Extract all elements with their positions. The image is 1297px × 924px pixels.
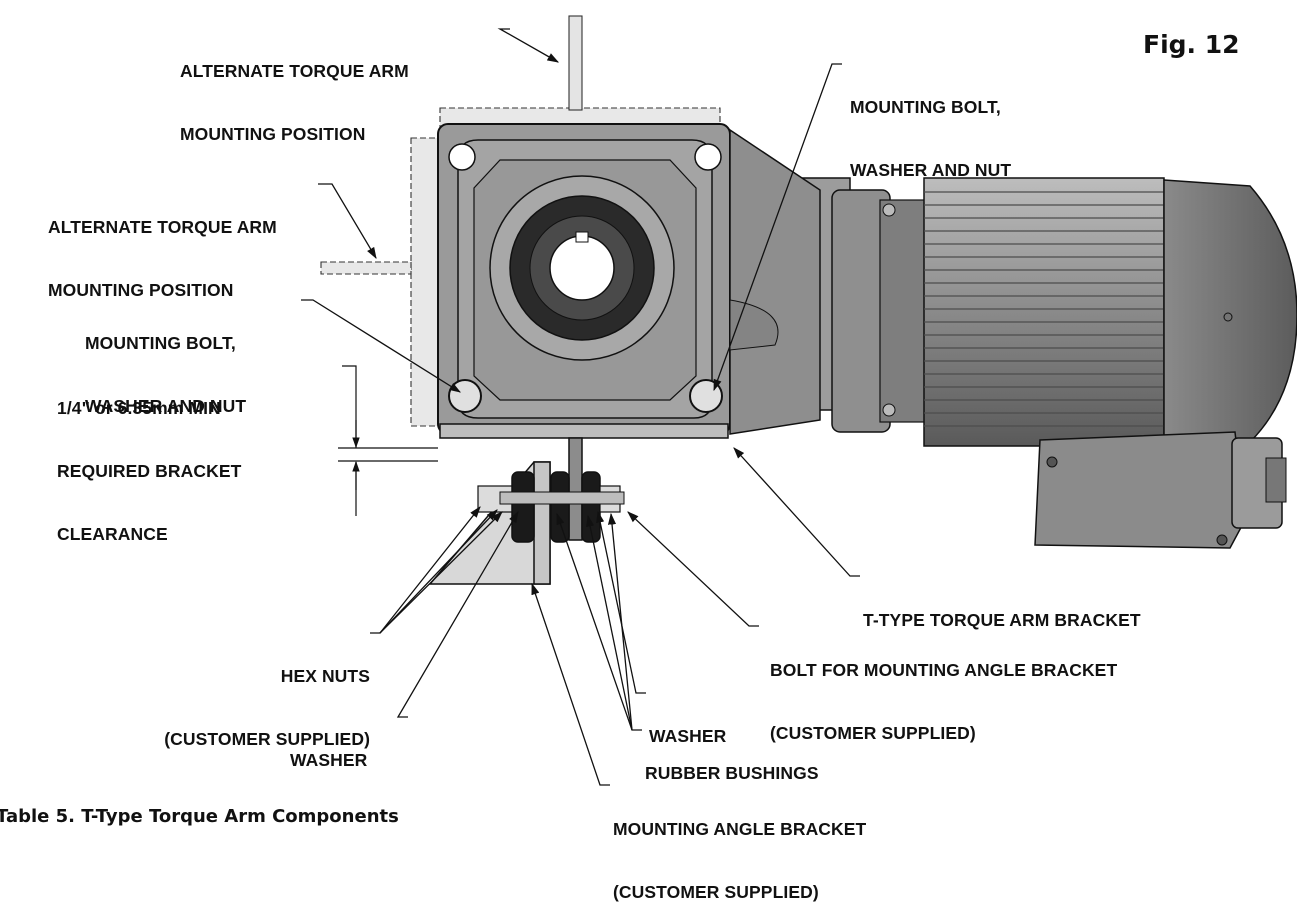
callout-mounting-bolt-left: MOUNTING BOLT, WASHER AND NUT [85,333,247,416]
callout-washer-right: WASHER [649,726,727,746]
callout-hex-nuts: HEX NUTS (CUSTOMER SUPPLIED) [164,666,370,749]
figure-label: Fig. 12 [1143,30,1240,59]
callout-bracket-clearance: 1/4" or 6.35mm MIN REQUIRED BRACKET CLEA… [57,398,242,544]
clearance-dimension [338,365,438,516]
electric-motor [719,177,1297,549]
callout-mounting-bolt-right: MOUNTING BOLT, WASHER AND NUT [850,97,1012,180]
torque-arm-assembly [428,437,625,585]
callout-mounting-angle-bracket: MOUNTING ANGLE BRACKET (CUSTOMER SUPPLIE… [613,819,867,902]
terminal-box [1034,431,1287,549]
callout-alt-mount-left: ALTERNATE TORQUE ARM MOUNTING POSITION [48,217,277,300]
leader-lines [301,28,860,786]
callout-bolt-angle-bracket: BOLT FOR MOUNTING ANGLE BRACKET (CUSTOME… [770,660,1118,743]
callout-alt-mount-top: ALTERNATE TORQUE ARM MOUNTING POSITION [180,61,409,144]
callout-t-type-torque-arm-bracket: T-TYPE TORQUE ARM BRACKET [863,610,1141,630]
callout-washer-left: WASHER [290,750,368,770]
gear-reducer-housing [437,123,821,439]
gearmotor-diagram [301,15,1297,786]
callout-rubber-bushings: RUBBER BUSHINGS [645,763,819,783]
top-arm-phantom [568,15,583,111]
table-caption: Table 5. T-Type Torque Arm Components [0,806,399,827]
